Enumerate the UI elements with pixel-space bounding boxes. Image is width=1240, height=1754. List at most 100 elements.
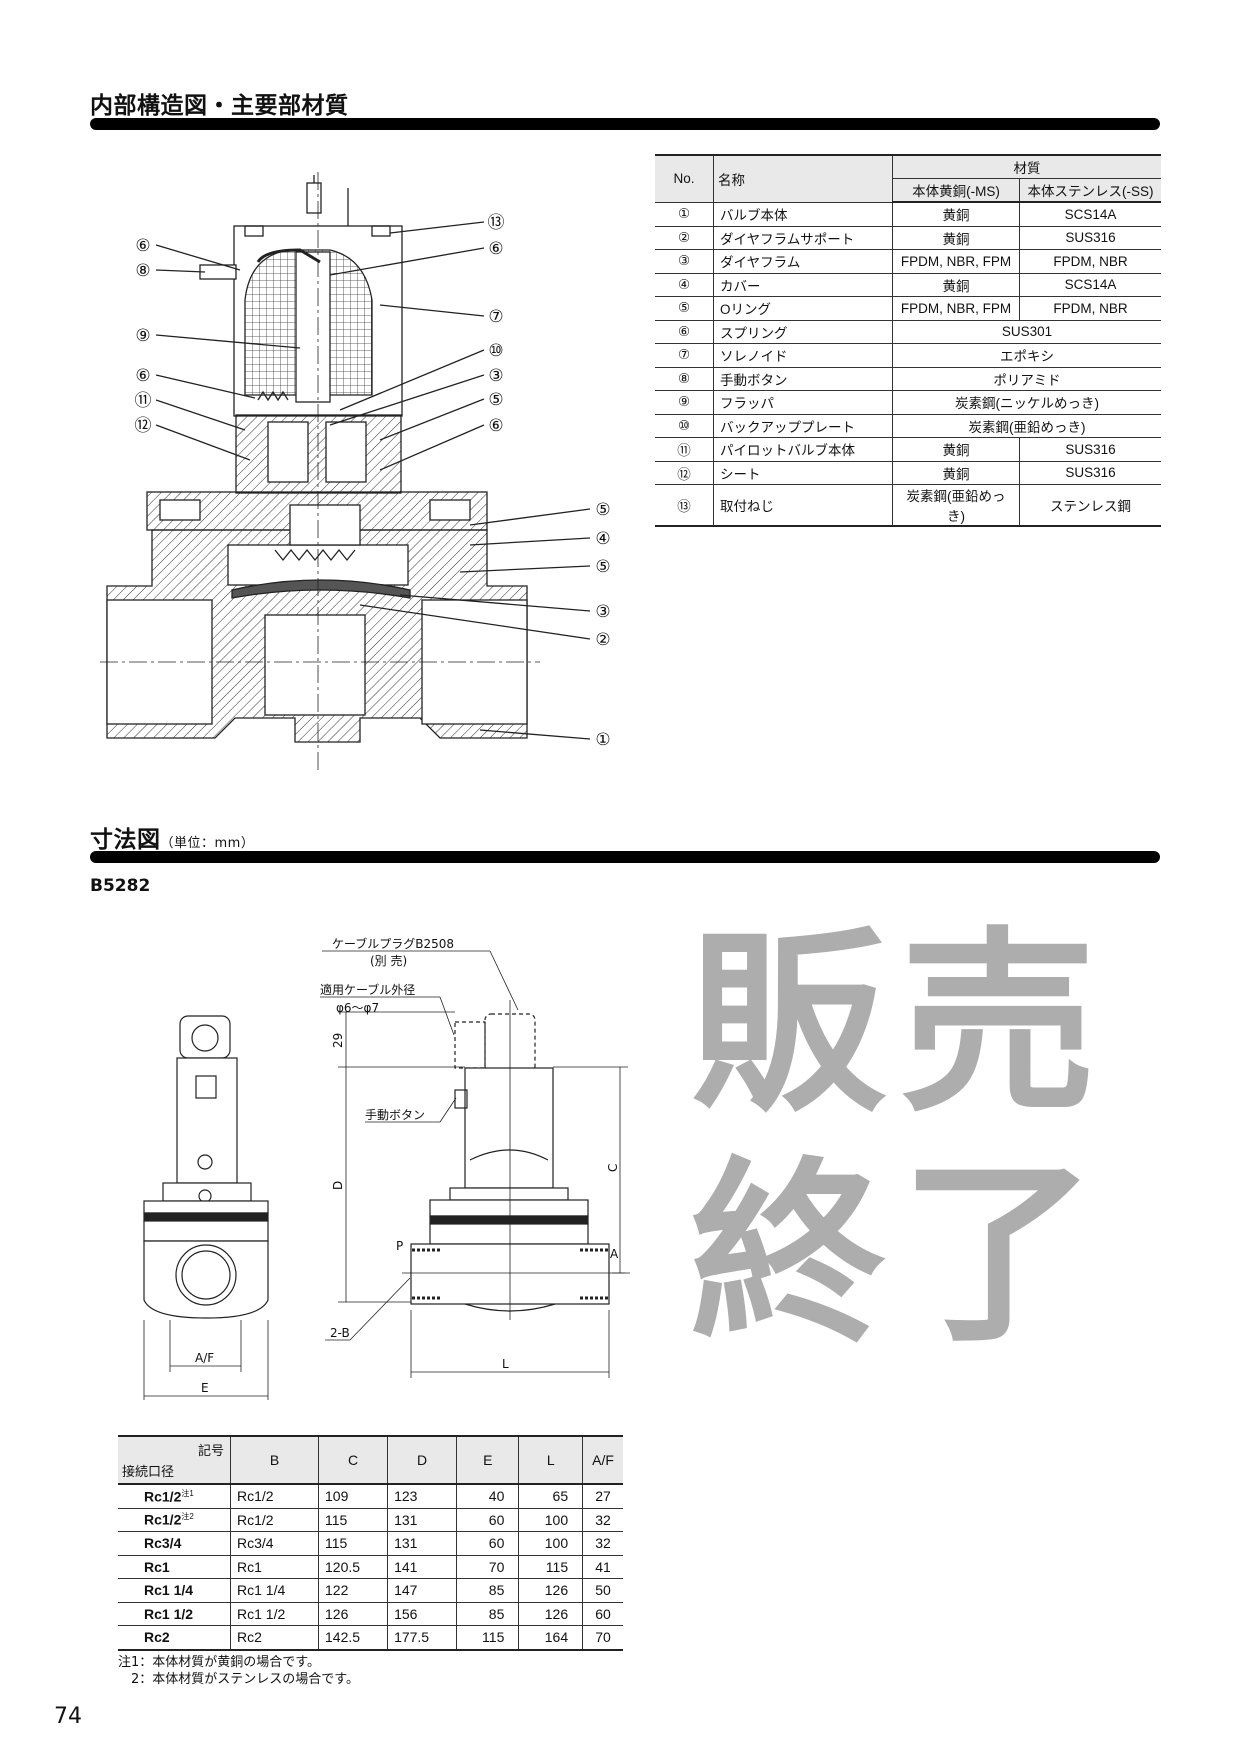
dimension-value: 122: [318, 1578, 389, 1603]
corner-header-symbol: 記号: [197, 1443, 224, 1458]
dimension-value: 126: [518, 1578, 584, 1603]
callout-label: ⑦: [488, 307, 503, 327]
note-1: 注1：本体材質が黄銅の場合です。: [118, 1655, 320, 1670]
port-size-text: Rc1 1/4: [144, 1582, 194, 1599]
callout-label: ⑪: [135, 391, 152, 411]
callout-label: ④: [595, 529, 610, 549]
part-name: 手動ボタン: [713, 366, 893, 391]
dimension-value: Rc1/2: [229, 1483, 320, 1509]
col-header: D: [387, 1435, 458, 1485]
col-header: L: [518, 1435, 584, 1485]
material-stainless-body: SCS14A: [1019, 272, 1161, 297]
port-size: Rc1/2注1: [118, 1483, 231, 1509]
dimension-value: 120.5: [318, 1554, 389, 1579]
row-number: ①: [655, 201, 714, 227]
row-number: ⑤: [655, 296, 714, 321]
col-header: B: [229, 1435, 320, 1485]
dimension-value: 126: [318, 1601, 389, 1626]
row-number: ⑥: [655, 319, 714, 344]
dimension-value: 115: [518, 1554, 584, 1579]
callout-label: ⑤: [595, 500, 610, 520]
row-number: ④: [655, 272, 714, 297]
port-size-text: Rc3/4: [144, 1535, 182, 1552]
dimension-value: 115: [318, 1531, 389, 1556]
dimension-value: 85: [456, 1601, 520, 1626]
dim-29-label: 29: [331, 1033, 345, 1048]
dimension-value: Rc2: [229, 1625, 320, 1650]
cable-plug-label: ケーブルプラグB2508: [332, 936, 454, 951]
col-header-ms: 本体黄銅(-MS): [892, 178, 1020, 203]
dimension-value: 147: [387, 1578, 458, 1603]
row-number: ⑨: [655, 390, 714, 415]
dim-af-label: A/F: [195, 1351, 214, 1365]
material-brass-body: 炭素鋼(亜鉛めっき): [892, 484, 1020, 527]
part-name: ソレノイド: [713, 343, 893, 368]
port-size-text: Rc2: [144, 1629, 170, 1646]
part-name: シート: [713, 460, 893, 485]
port-size: Rc1 1/4: [118, 1578, 231, 1603]
dimension-value: 85: [456, 1578, 520, 1603]
material-stainless-body: SUS316: [1019, 460, 1161, 485]
dimension-value: 177.5: [387, 1625, 458, 1650]
dimension-value: 50: [582, 1578, 623, 1603]
dimension-value: 131: [387, 1531, 458, 1556]
port-size: Rc1 1/2: [118, 1601, 231, 1626]
port-size-text: Rc1: [144, 1558, 170, 1575]
dimension-value: Rc1 1/4: [229, 1578, 320, 1603]
cable-od-value: φ6～φ7: [336, 1001, 379, 1015]
port-size: Rc3/4: [118, 1531, 231, 1556]
port-size-text: Rc1/2: [144, 1488, 182, 1505]
material-brass-body: 黄銅: [892, 201, 1020, 227]
callout-label: ⑨: [135, 326, 150, 346]
dimension-value: 40: [456, 1483, 520, 1509]
callout-label: ⑥: [488, 416, 503, 436]
dim-c-label: C: [606, 1164, 620, 1172]
row-number: ⑬: [655, 484, 714, 527]
callout-label: ③: [488, 366, 503, 386]
dim-p-label: P: [396, 1239, 403, 1253]
part-name: フラッパ: [713, 390, 893, 415]
dim-d-label: D: [331, 1181, 345, 1190]
part-name: ダイヤフラム: [713, 249, 893, 274]
material-common: 炭素鋼(亜鉛めっき): [892, 413, 1161, 438]
material-stainless-body: SCS14A: [1019, 201, 1161, 227]
part-name: ダイヤフラムサポート: [713, 225, 893, 250]
material-brass-body: FPDM, NBR, FPM: [892, 249, 1020, 274]
callout-label: ⑩: [488, 341, 503, 361]
material-common: ポリアミド: [892, 366, 1161, 391]
material-brass-body: FPDM, NBR, FPM: [892, 296, 1020, 321]
dimension-value: 156: [387, 1601, 458, 1626]
dimension-value: 141: [387, 1554, 458, 1579]
callout-label: ⑥: [488, 239, 503, 259]
part-name: カバー: [713, 272, 893, 297]
dimension-value: 164: [518, 1625, 584, 1650]
corner-header: 記号 接続口径: [118, 1435, 231, 1485]
col-header: A/F: [582, 1435, 623, 1485]
note-2: 2：本体材質がステンレスの場合です。: [118, 1672, 359, 1687]
dimension-value: 60: [456, 1507, 520, 1532]
dimension-value: 60: [582, 1601, 623, 1626]
row-number: ②: [655, 225, 714, 250]
dim-a-label: A: [610, 1247, 619, 1261]
part-name: 取付ねじ: [713, 484, 893, 527]
dim-l-label: L: [502, 1357, 509, 1371]
callout-label: ②: [595, 630, 610, 650]
dimension-value: 70: [456, 1554, 520, 1579]
dimension-value: 27: [582, 1483, 623, 1509]
dimension-drawing: ケーブルプラグB2508 (別 売) 適用ケーブル外径 φ6～φ7 手動ボタン …: [143, 936, 630, 1400]
callout-label: ⑬: [488, 213, 505, 233]
